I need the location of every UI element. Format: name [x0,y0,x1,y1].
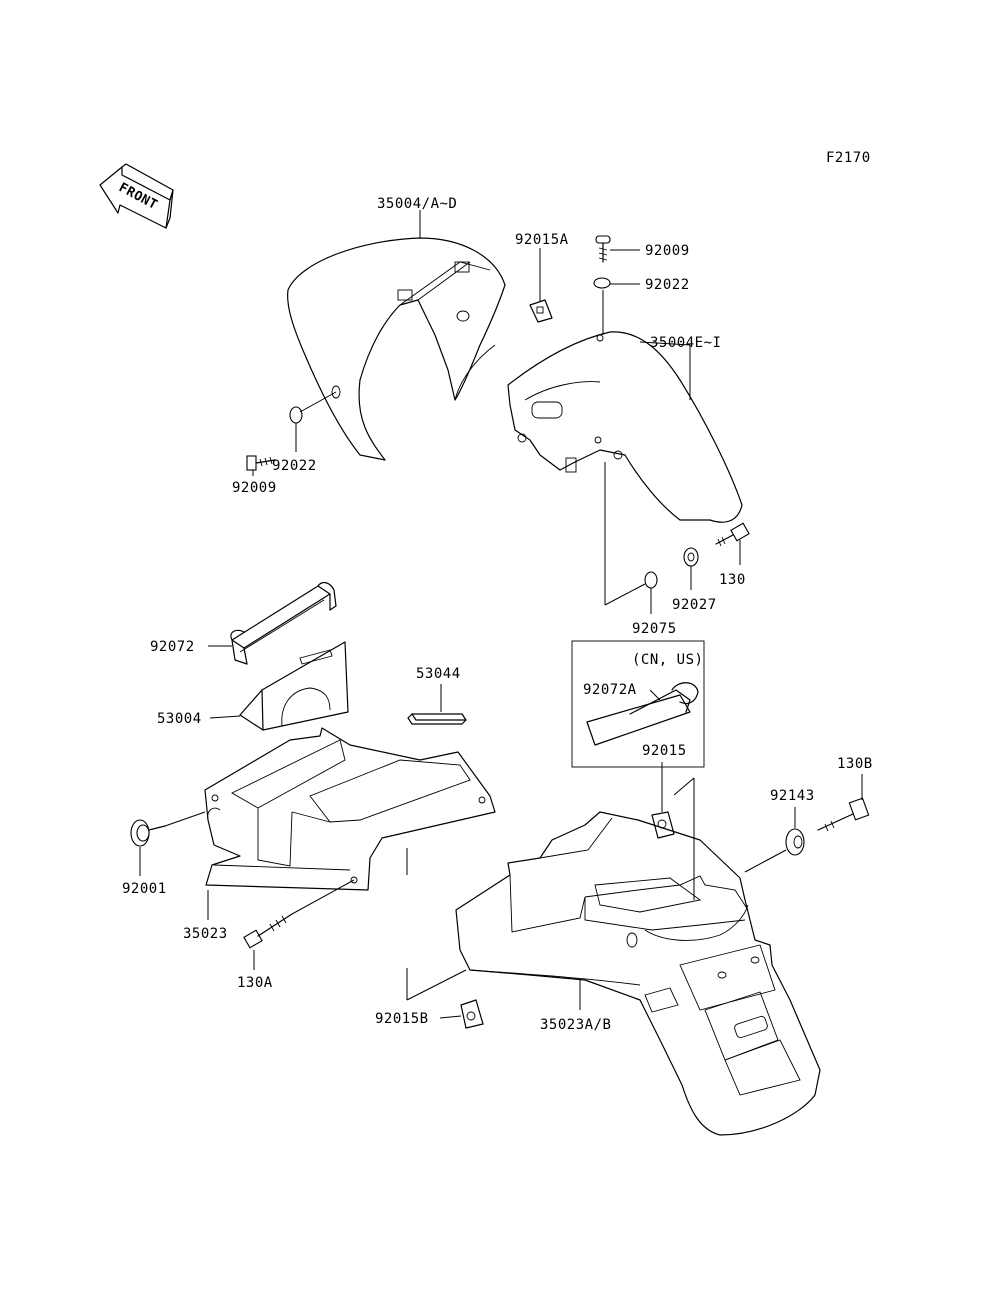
label-92072a: 92072A [583,682,637,698]
label-35023a-b: 35023A/B [540,1017,611,1033]
label-35023: 35023 [183,926,228,942]
label-92009-top: 92009 [645,243,690,259]
bolt-130b [817,797,870,832]
variant-box-cn-us: (CN, US) [571,640,705,768]
bolt-130a [243,913,293,949]
strap-92072 [230,581,337,665]
front-arrow-icon: FRONT [99,163,174,229]
label-53004: 53004 [157,711,202,727]
part-labels: 35004/A~D 92015A 92009 92022 35004E~I 92… [122,196,873,1033]
cover-53004 [239,641,349,731]
label-92009-left: 92009 [232,480,277,496]
front-fender-35004-a-d [287,237,506,461]
nut-92027 [683,547,699,567]
bolt-92001 [130,819,166,847]
label-92075: 92075 [632,621,677,637]
variant-note: (CN, US) [632,652,703,668]
washer-92022-left [289,406,303,424]
label-130b: 130B [837,756,873,772]
rear-fender-35023a-b [455,811,821,1136]
label-130a: 130A [237,975,273,991]
figure-code: F2170 [826,150,871,166]
label-92001: 92001 [122,881,167,897]
front-label: FRONT [116,180,160,213]
clip-92015a [529,299,553,323]
label-92022-top: 92022 [645,277,690,293]
label-92022-left: 92022 [272,458,317,474]
label-92015a: 92015A [515,232,569,248]
label-130: 130 [719,572,746,588]
pad-53044 [407,713,467,725]
leader-lines [139,210,863,1019]
label-53044: 53044 [416,666,461,682]
rear-bracket-35023 [204,727,496,891]
label-92143: 92143 [770,788,815,804]
washer-92022-top [593,277,611,289]
front-fender-35004-e-i [507,331,743,523]
label-92027: 92027 [672,597,717,613]
collar-92143 [785,828,805,856]
label-92015b: 92015B [375,1011,429,1027]
clip-92015b [460,999,484,1029]
label-35004-a-d: 35004/A~D [377,196,457,212]
bolt-130 [715,522,750,547]
bolt-92009-top [595,235,611,263]
label-92072: 92072 [150,639,195,655]
washer-92075 [644,571,658,589]
label-92015: 92015 [642,743,687,759]
label-35004-e-i: 35004E~I [650,335,721,351]
bolt-92009-left [246,455,276,471]
